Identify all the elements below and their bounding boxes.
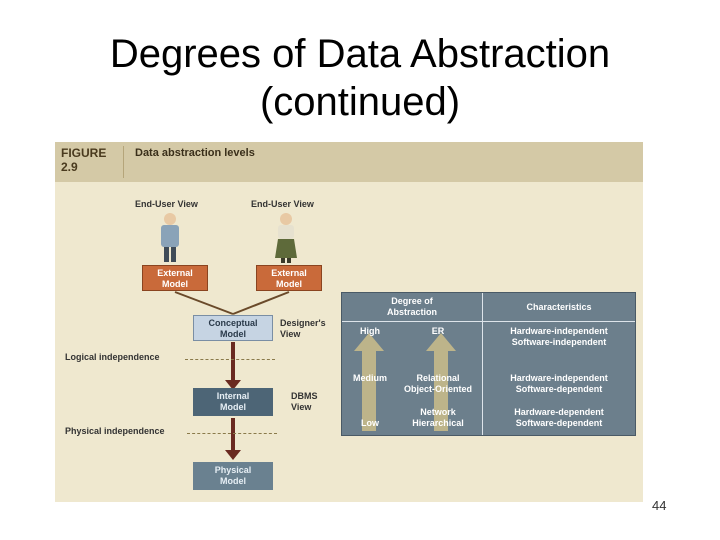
- characteristics-row-3-line2: Software-dependent: [483, 418, 635, 429]
- table-header-divider: [342, 321, 635, 322]
- physical-model-box: Physical Model: [193, 462, 273, 490]
- level-high: High: [352, 326, 388, 337]
- physical-independence-line: [187, 433, 277, 434]
- model-network-line2: Hierarchical: [396, 418, 480, 429]
- logical-independence-label: Logical independence: [65, 352, 160, 363]
- level-medium: Medium: [348, 373, 392, 384]
- conceptual-model-line2: Model: [194, 329, 272, 340]
- slide-title: Degrees of Data Abstraction (continued): [0, 30, 720, 126]
- characteristics-row-1-line2: Software-independent: [483, 337, 635, 348]
- internal-model-box: Internal Model: [193, 388, 273, 416]
- characteristics-row-3: Hardware-dependent Software-dependent: [483, 407, 635, 429]
- table-header-characteristics: Characteristics: [483, 302, 635, 313]
- internal-model-line1: Internal: [193, 391, 273, 402]
- characteristics-row-1: Hardware-independent Software-independen…: [483, 326, 635, 348]
- abstraction-table: Degree of Abstraction Characteristics Hi…: [341, 292, 636, 436]
- table-header-degree: Degree of Abstraction: [342, 296, 482, 318]
- internal-model-line2: Model: [193, 402, 273, 413]
- slide-title-line2: (continued): [0, 78, 720, 126]
- physical-model-line1: Physical: [193, 465, 273, 476]
- slide-title-line1: Degrees of Data Abstraction: [0, 30, 720, 78]
- model-er-line1: ER: [396, 326, 480, 337]
- table-header-degree-line2: Abstraction: [342, 307, 482, 318]
- conceptual-model-box: Conceptual Model: [193, 315, 273, 341]
- model-er: ER: [396, 326, 480, 337]
- table-header-degree-line1: Degree of: [342, 296, 482, 307]
- level-low: Low: [352, 418, 388, 429]
- characteristics-row-2: Hardware-independent Software-dependent: [483, 373, 635, 395]
- designers-view-line2: View: [280, 329, 326, 340]
- abstraction-figure: FIGURE 2.9 Data abstraction levels End-U…: [55, 142, 643, 502]
- model-relational-line1: Relational: [396, 373, 480, 384]
- model-network-line1: Network: [396, 407, 480, 418]
- model-relational: Relational Object-Oriented: [396, 373, 480, 395]
- page-number: 44: [652, 498, 666, 513]
- dbms-view-label: DBMS View: [291, 391, 318, 413]
- logical-independence-line: [185, 359, 275, 360]
- physical-model-line2: Model: [193, 476, 273, 487]
- designers-view-line1: Designer's: [280, 318, 326, 329]
- dbms-view-line1: DBMS: [291, 391, 318, 402]
- dbms-view-line2: View: [291, 402, 318, 413]
- characteristics-row-3-line1: Hardware-dependent: [483, 407, 635, 418]
- physical-independence-label: Physical independence: [65, 426, 165, 437]
- characteristics-row-1-line1: Hardware-independent: [483, 326, 635, 337]
- characteristics-row-2-line2: Software-dependent: [483, 384, 635, 395]
- model-network: Network Hierarchical: [396, 407, 480, 429]
- designers-view-label: Designer's View: [280, 318, 326, 340]
- model-relational-line2: Object-Oriented: [396, 384, 480, 395]
- conceptual-model-line1: Conceptual: [194, 318, 272, 329]
- characteristics-row-2-line1: Hardware-independent: [483, 373, 635, 384]
